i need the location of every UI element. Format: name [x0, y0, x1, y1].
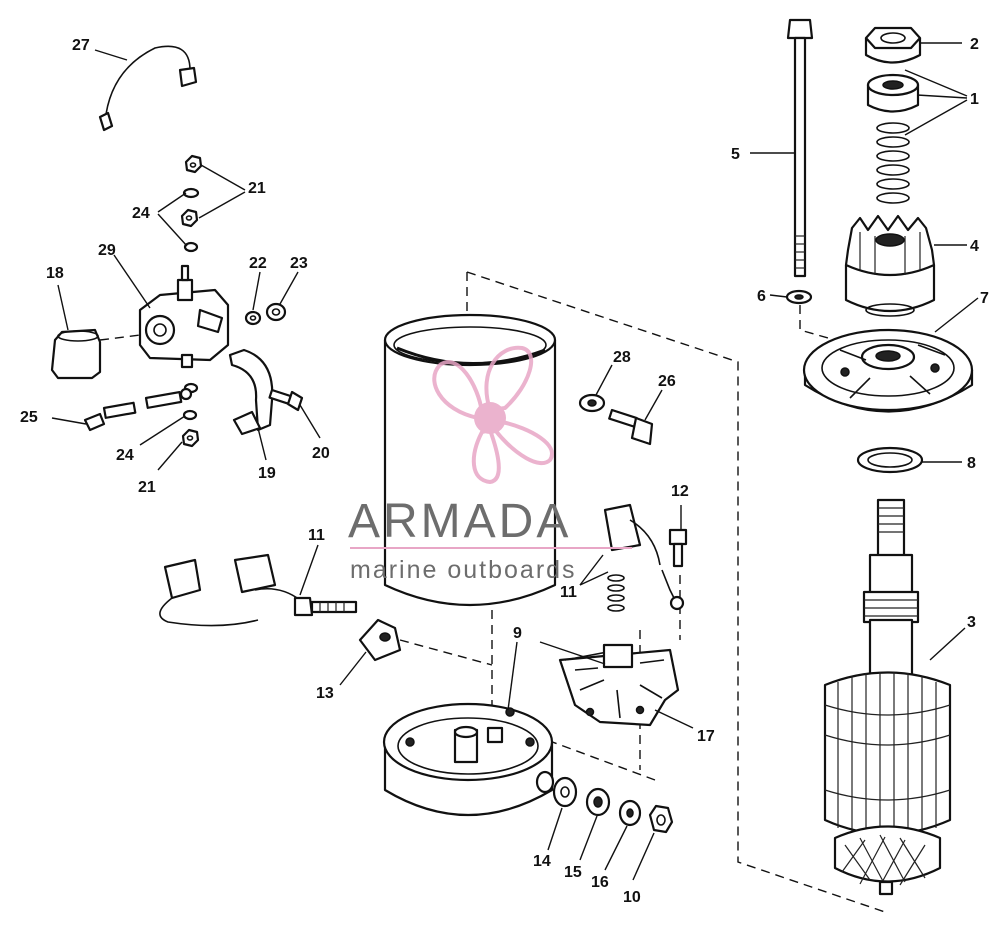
callout-9: 9 [513, 625, 522, 642]
callout-20: 20 [312, 445, 330, 462]
callout-16: 16 [591, 874, 609, 891]
callout-28: 28 [613, 349, 631, 366]
callout-14: 14 [533, 853, 551, 870]
positive-lead-25 [83, 387, 193, 432]
starter-solenoid [138, 264, 230, 369]
commutator-end-cap [382, 702, 555, 817]
washer-and-bolt [578, 393, 654, 446]
bracket-screw-20 [268, 388, 304, 412]
callout-7: 7 [980, 290, 989, 307]
callout-10: 10 [623, 889, 641, 906]
callout-4: 4 [970, 238, 979, 255]
callout-2: 2 [970, 36, 979, 53]
nut-22 [244, 310, 262, 326]
callout-8: 8 [967, 455, 976, 472]
callout-27: 27 [72, 37, 90, 54]
callout-11-brush-lead: 11 [308, 527, 325, 544]
callout-23: 23 [290, 255, 308, 272]
thru-bolt [786, 18, 814, 278]
watermark-subtitle: marine outboards [350, 556, 577, 584]
callout-24-bottom: 24 [116, 447, 134, 464]
pinion-nut [864, 26, 922, 64]
armada-watermark: ARMADA marine outboards [348, 345, 632, 584]
thrust-washer [856, 446, 924, 474]
callout-19: 19 [258, 465, 276, 482]
callout-13: 13 [316, 685, 334, 702]
terminal-insulator [358, 618, 402, 662]
lockwasher [785, 289, 813, 305]
hardware-washers [552, 776, 674, 834]
callout-21-top: 21 [248, 180, 266, 197]
drive-end-cap [802, 328, 974, 413]
callout-15: 15 [564, 864, 582, 881]
solenoid-boot [50, 328, 102, 380]
brushes-with-lead [159, 553, 358, 627]
callout-6: 6 [757, 288, 766, 305]
battery-cable-27 [98, 45, 198, 132]
callout-26: 26 [658, 373, 676, 390]
callout-5: 5 [731, 146, 740, 163]
leader-lines [51, 42, 979, 881]
armature [823, 498, 952, 896]
callout-12: 12 [671, 483, 689, 500]
drive-pinion-gear [844, 214, 936, 317]
callout-18: 18 [46, 265, 64, 282]
callout-3: 3 [967, 614, 976, 631]
field-frame-housing [383, 313, 557, 607]
brush-holder-plate [558, 643, 680, 727]
callout-11-brush-spring: 11 [560, 584, 577, 601]
callout-25: 25 [20, 409, 38, 426]
nut-23 [265, 302, 287, 322]
mounting-bracket-19 [228, 348, 274, 436]
callout-21-bottom: 21 [138, 479, 156, 496]
screw-12 [668, 528, 688, 568]
propeller-logo [432, 345, 554, 485]
callout-1: 1 [970, 91, 979, 108]
brush-and-spring [603, 503, 685, 612]
callout-24-top: 24 [132, 205, 150, 222]
watermark-title: ARMADA [348, 495, 571, 548]
callout-labels: 1 2 3 4 5 6 7 8 9 10 11 11 12 13 14 15 1… [20, 36, 989, 906]
callout-17: 17 [697, 728, 715, 745]
callout-29: 29 [98, 242, 116, 259]
callout-22: 22 [249, 255, 267, 272]
spacer-and-spring [866, 73, 920, 204]
